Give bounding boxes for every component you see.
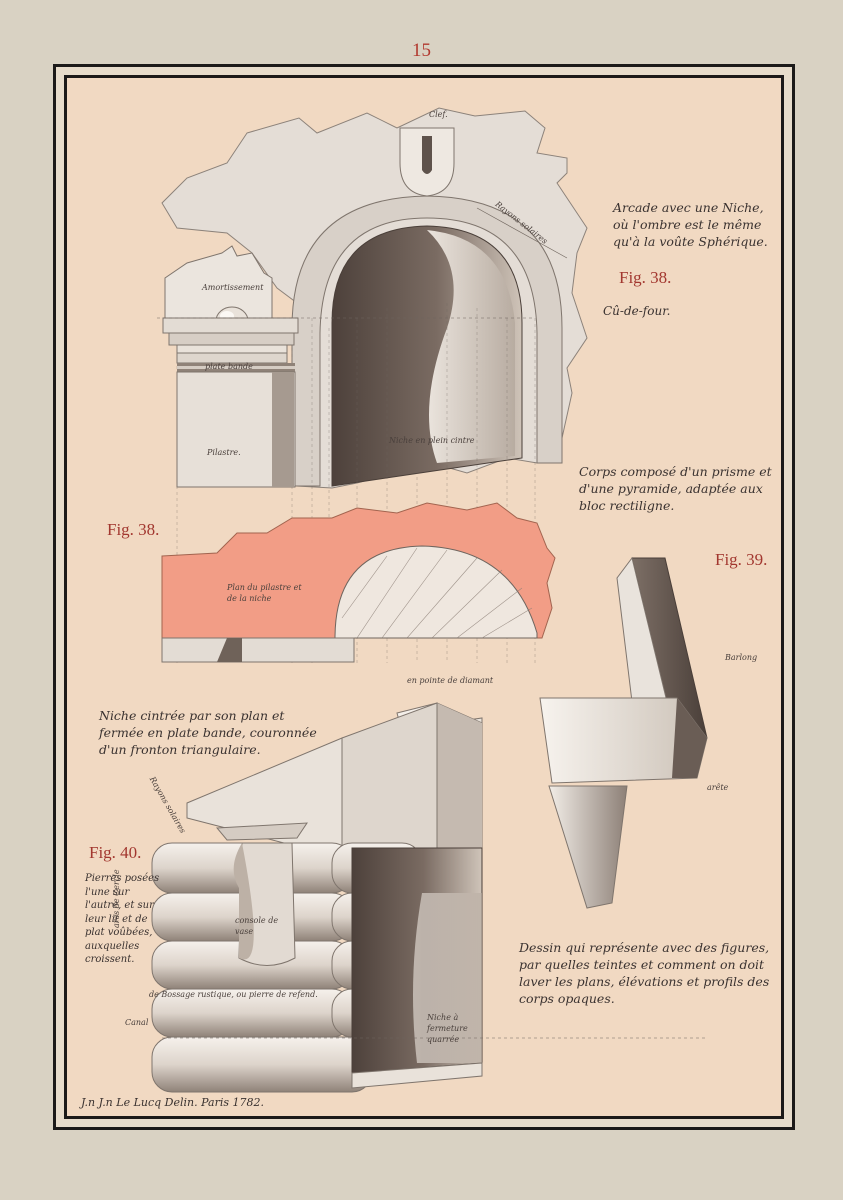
label-arete: arête [707,783,729,792]
label-barlong: Barlong [725,653,758,662]
label-pilastre: Pilastre. [207,448,241,457]
fig39-solid [539,556,708,909]
arcade-caption: Arcade avec une Niche, où l'ombre est le… [613,200,768,249]
drawing-sheet: Fig. 38. Fig. 38. Fig. 39. Fig. 40. Arca… [67,78,781,1116]
fig38-label: Fig. 38. [619,268,672,287]
dessin-caption: Dessin qui représente avec des figures, … [519,940,770,1006]
label-bossage: de Bossage rustique, ou pierre de refend… [149,990,318,999]
fig39-label: Fig. 39. [715,550,768,569]
fig40-label: Fig. 40. [89,843,142,862]
fig38-plan [161,502,556,663]
fig38-arcade [161,107,588,663]
label-en-pointe: en pointe de diamant [407,676,494,685]
signature: J.n J.n Le Lucq Delin. Paris 1782. [81,1096,264,1109]
label-amortissement: Amortissement [202,283,264,292]
label-plan-pilastre: Plan du pilastre et de la niche [227,583,302,603]
niche-cintree-caption: Niche cintrée par son plan et fermée en … [99,708,317,757]
label-clef: Clef. [429,110,448,119]
page-number: 15 [412,40,431,61]
plate-drawing [151,107,708,1093]
fig38b-label: Fig. 38. [107,520,160,539]
label-niche-plein-cintre: Niche en plein cintre [389,436,475,445]
cul-de-four-caption: Cû-de-four. [603,304,671,318]
label-canal: Canal [125,1018,149,1027]
label-console: console de vase [235,916,279,936]
fig38-pilaster [157,245,532,488]
fig40-niche [151,702,707,1093]
corps-caption: Corps composé d'un prisme et d'une pyram… [579,464,772,513]
pierres-caption: Pierres posées l'une sur l'autre, et sur… [85,873,160,965]
label-arcs: arcs de Cercle [112,869,121,928]
label-niche-quarree: Niche à fermeture quarrée [427,1013,468,1044]
label-plate-bande: plate bande [205,362,253,371]
